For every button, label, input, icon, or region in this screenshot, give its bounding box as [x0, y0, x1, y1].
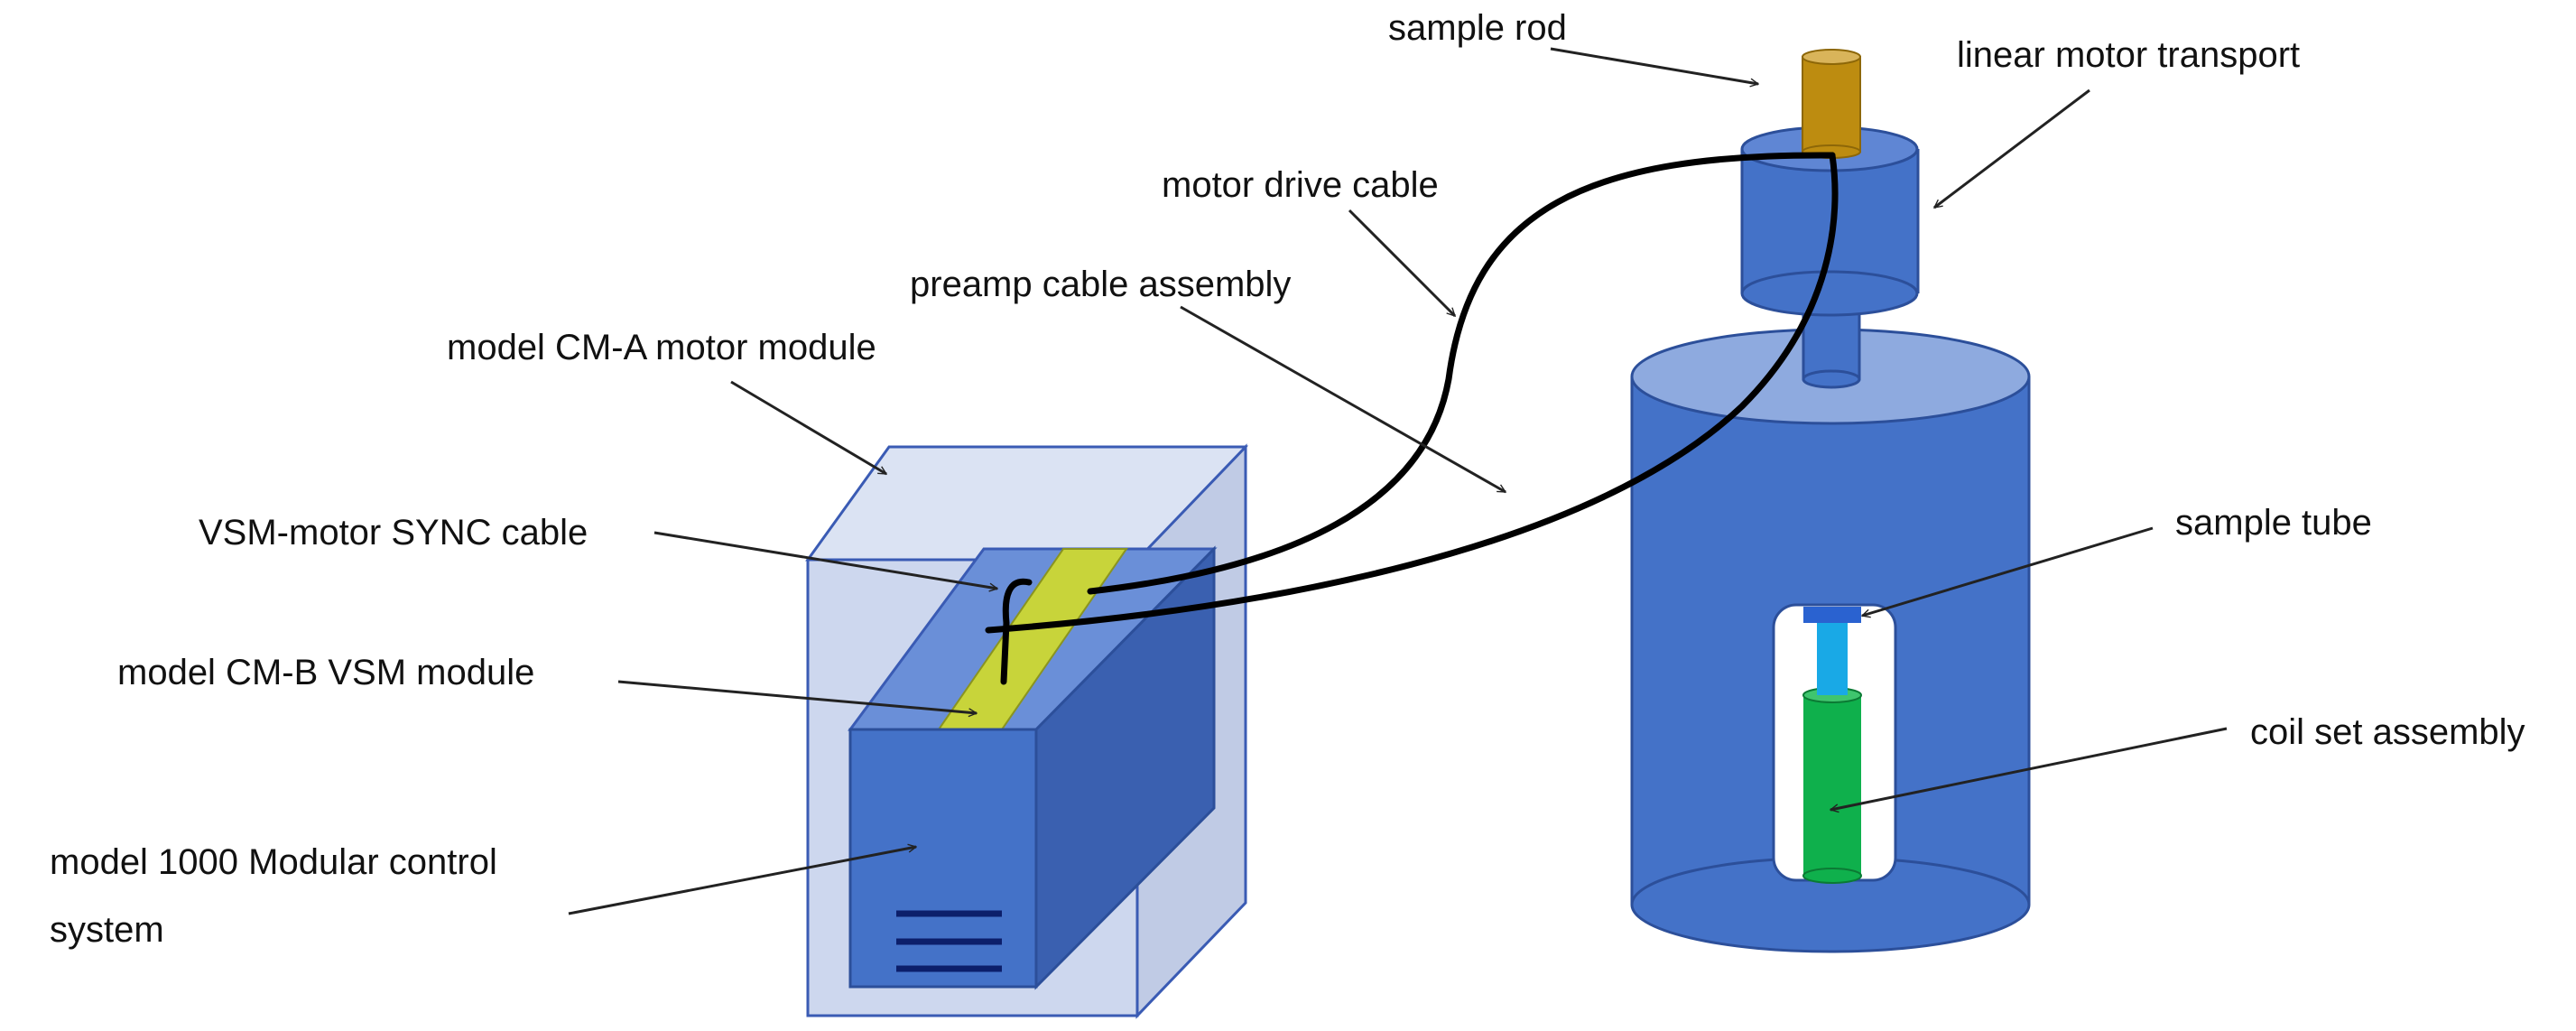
leader-arrows [568, 47, 2228, 915]
label-sample-tube: sample tube [2175, 503, 2372, 543]
label-control-system-line2: system [50, 910, 164, 950]
sync-cable-connector [1000, 578, 1033, 685]
arrow-sample-tube [1862, 526, 2154, 616]
sample-holder [1803, 607, 1861, 623]
arrow-sample-rod [1550, 47, 1758, 84]
cm-b-vsm-module [848, 545, 1218, 990]
arrow-cm-b-vsm-module [617, 680, 977, 713]
label-sample-rod: sample rod [1388, 8, 1567, 48]
arrow-cm-a-motor-module [730, 380, 886, 476]
module-front-face [848, 728, 1038, 989]
coil-set [1802, 687, 1862, 884]
label-preamp-cable-assembly: preamp cable assembly [910, 265, 1291, 304]
labels: sample rod linear motor transport motor … [50, 8, 2525, 950]
arrow-motor-drive-cable [1348, 209, 1455, 316]
label-linear-motor-transport: linear motor transport [1957, 35, 2300, 75]
arrow-preamp-cable [1180, 305, 1506, 494]
sample-rod [1802, 49, 1861, 159]
preamp-cable [985, 152, 1839, 634]
label-cm-a-motor-module: model CM-A motor module [447, 328, 876, 367]
arrow-linear-motor-transport [1934, 88, 2090, 209]
label-motor-drive-cable: motor drive cable [1162, 165, 1439, 205]
linear-motor-transport [1740, 125, 1920, 317]
cables [985, 152, 1839, 685]
label-sync-cable: VSM-motor SYNC cable [199, 513, 588, 553]
motor-drive-cable [1087, 152, 1836, 595]
arrow-sync-cable [653, 531, 997, 589]
label-coil-set-assembly: coil set assembly [2250, 712, 2525, 752]
label-cm-b-vsm-module: model CM-B VSM module [117, 653, 534, 692]
label-control-system-line1: model 1000 Modular control [50, 842, 497, 882]
arrow-control-system [568, 847, 916, 915]
arrow-coil-set [1830, 727, 2228, 810]
vent-lines [896, 910, 1002, 972]
sample-tube [1803, 607, 1861, 695]
chamber-neck [1802, 305, 1861, 389]
